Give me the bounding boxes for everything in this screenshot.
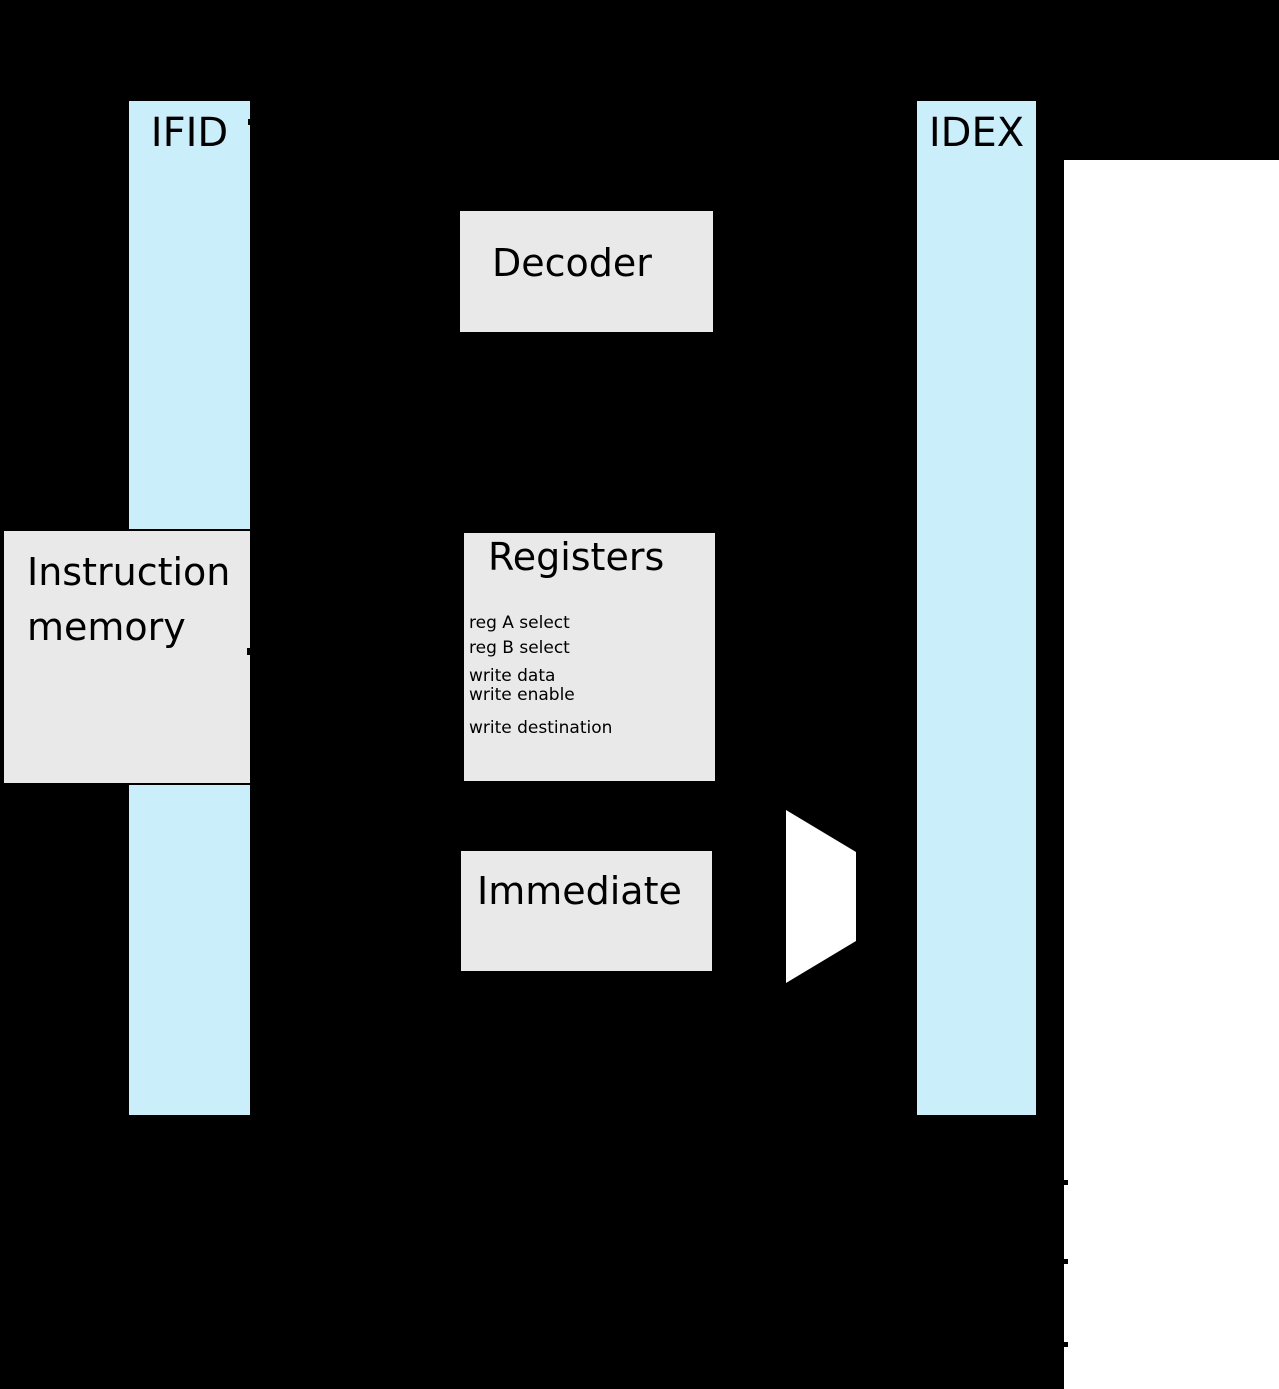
wire-stub-icon	[1064, 1180, 1068, 1185]
pipeline-register-idex: IDEX	[915, 99, 1038, 1117]
registers-block: Registers reg A select reg B select writ…	[462, 531, 717, 783]
mux-shape	[786, 810, 856, 983]
instruction-memory-block: Instruction memory	[2, 529, 252, 785]
wire-stub-icon	[1064, 1259, 1068, 1264]
immediate-block: Immediate	[459, 849, 714, 973]
idex-label: IDEX	[928, 110, 1025, 156]
wire-stub-icon	[1064, 1342, 1068, 1347]
immediate-label: Immediate	[477, 869, 682, 913]
ifid-label: IFID	[150, 110, 229, 156]
port-write-enable: write enable	[469, 685, 575, 705]
registers-label: Registers	[488, 535, 665, 579]
port-write-destination: write destination	[469, 718, 613, 738]
port-reg-a-select: reg A select	[469, 613, 570, 633]
decoder-block: Decoder	[458, 209, 715, 334]
port-write-data: write data	[469, 666, 556, 686]
port-reg-b-select: reg B select	[469, 638, 570, 658]
wire-stub-icon	[247, 648, 253, 655]
next-stage-region	[1064, 160, 1279, 1389]
instruction-memory-label: Instruction memory	[27, 550, 231, 650]
decoder-label: Decoder	[492, 241, 652, 285]
wire-stub-icon	[248, 119, 253, 125]
